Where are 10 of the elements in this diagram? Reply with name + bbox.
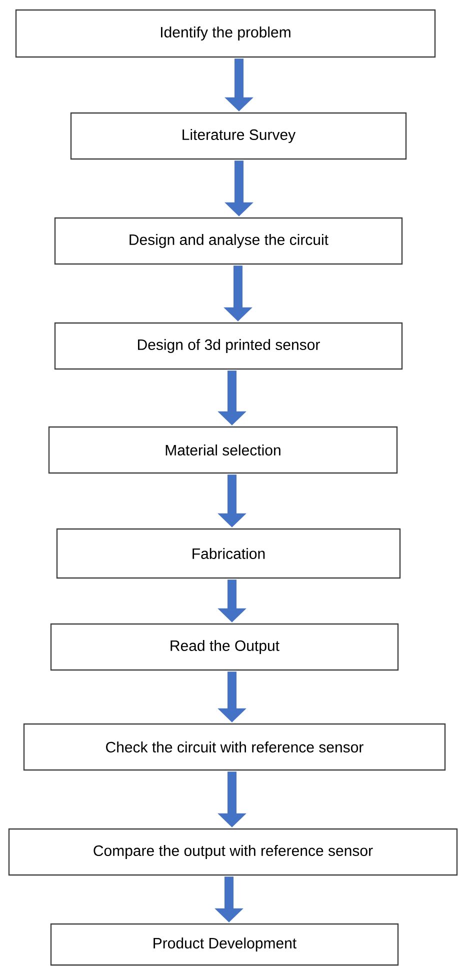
process-box: Read the Output xyxy=(50,623,399,671)
process-box: Product Development xyxy=(50,923,399,966)
process-box: Check the circuit with reference sensor xyxy=(23,723,446,771)
process-box: Design of 3d printed sensor xyxy=(54,322,403,370)
process-box: Literature Survey xyxy=(70,112,407,160)
process-box: Compare the output with reference sensor xyxy=(8,828,458,876)
process-box: Material selection xyxy=(48,426,398,474)
process-box: Identify the problem xyxy=(15,9,436,58)
process-box: Design and analyse the circuit xyxy=(54,217,403,265)
process-box: Fabrication xyxy=(56,528,401,579)
